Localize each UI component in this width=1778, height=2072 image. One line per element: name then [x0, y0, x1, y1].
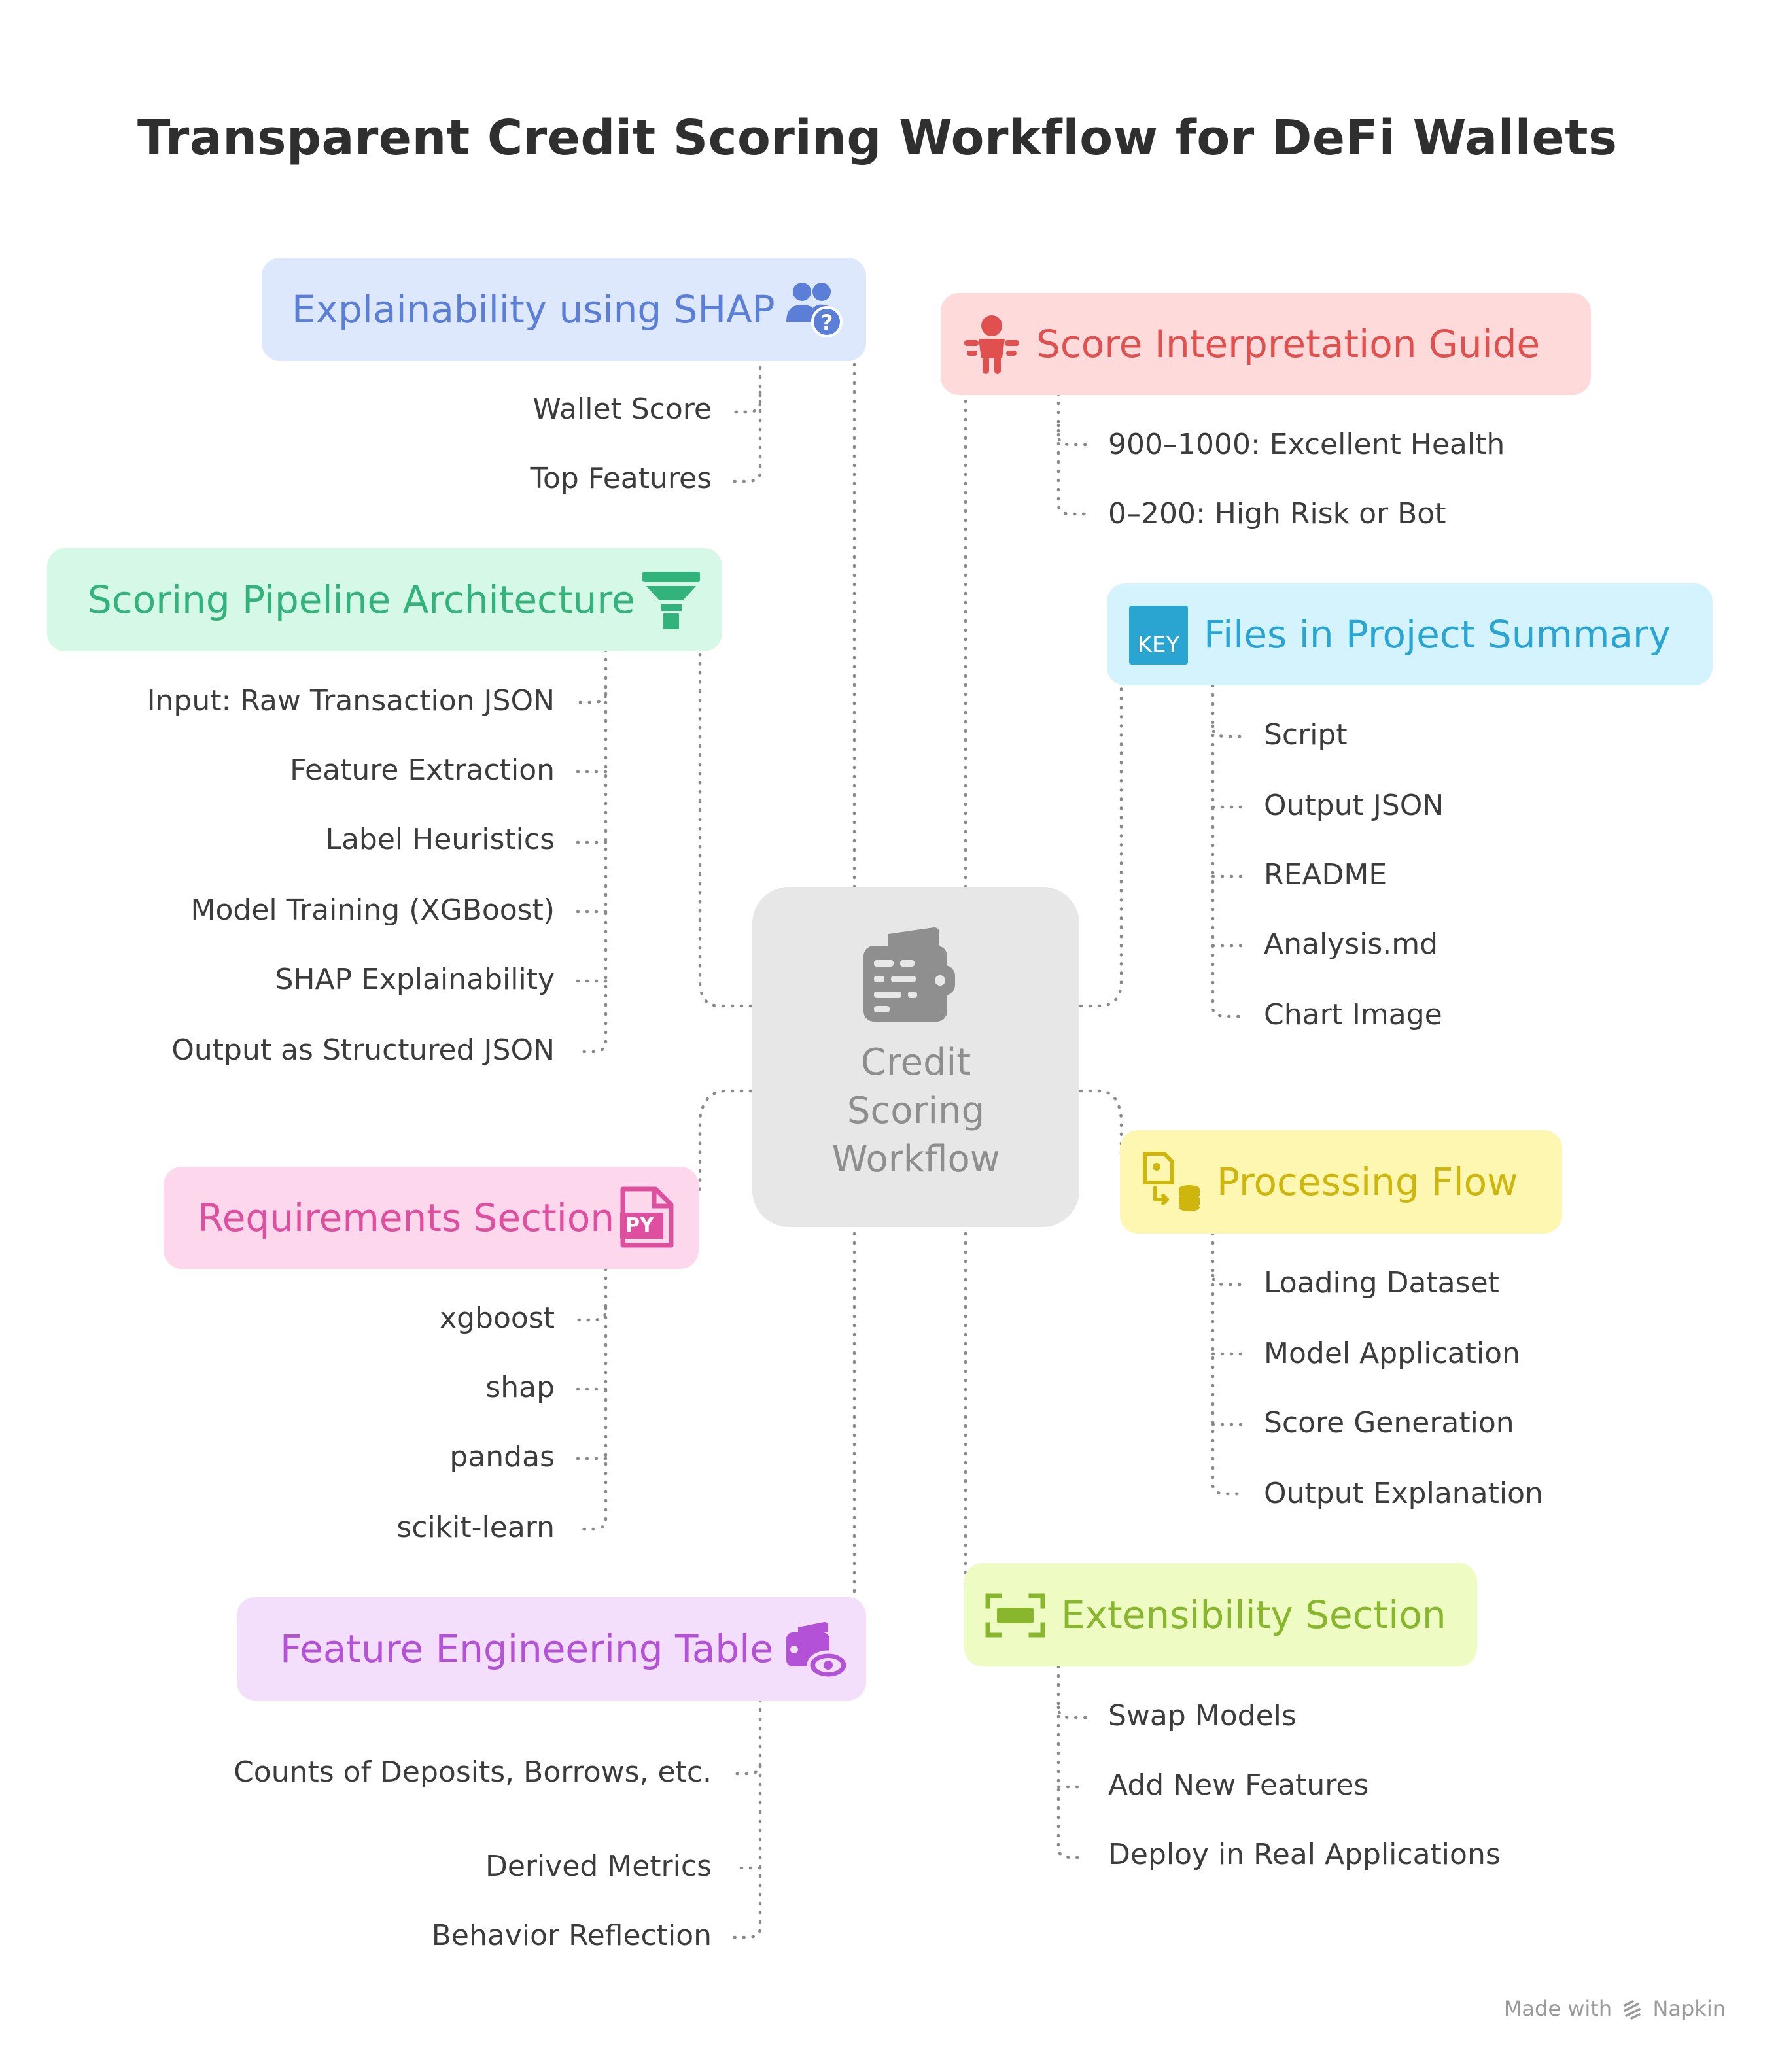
- list-item: pandas: [449, 1440, 555, 1474]
- branch-title: Explainability using SHAP: [292, 287, 775, 332]
- list-item: Derived Metrics: [485, 1850, 712, 1883]
- branch-explainability-shap: Explainability using SHAP: [262, 258, 866, 361]
- list-item: Behavior Reflection: [431, 1919, 712, 1952]
- python-file-icon-text: PY: [625, 1214, 654, 1237]
- users-question-icon: ?: [786, 283, 843, 337]
- made-with-text: Made with: [1503, 1996, 1612, 2021]
- funnel-icon: [642, 572, 700, 629]
- list-item: Counts of Deposits, Borrows, etc.: [234, 1755, 712, 1789]
- branch-scoring-pipeline: Scoring Pipeline Architecture: [47, 548, 722, 651]
- list-item: Analysis.md: [1264, 927, 1438, 961]
- list-item: Model Application: [1264, 1337, 1520, 1370]
- list-item: Add New Features: [1108, 1769, 1369, 1802]
- page-title: Transparent Credit Scoring Workflow for …: [137, 110, 1618, 166]
- branch-files-summary: Files in Project Summary: [1107, 583, 1713, 685]
- napkin-brand: Napkin: [1652, 1996, 1726, 2021]
- napkin-logo-icon: [1622, 1996, 1642, 2021]
- branch-feature-engineering: Feature Engineering Table: [237, 1597, 866, 1701]
- data-flow-icon: [1143, 1152, 1200, 1211]
- list-item: Deploy in Real Applications: [1108, 1838, 1501, 1871]
- key-icon-text: KEY: [1137, 632, 1180, 658]
- branch-extensibility: Extensibility Section: [964, 1563, 1477, 1666]
- python-file-icon: PY: [619, 1186, 675, 1249]
- list-item: Output JSON: [1264, 789, 1444, 822]
- list-item: SHAP Explainability: [275, 963, 555, 996]
- list-item: Loading Dataset: [1264, 1266, 1499, 1300]
- list-item: Score Generation: [1264, 1406, 1514, 1440]
- branch-title: Feature Engineering Table: [280, 1627, 774, 1671]
- branch-processing-flow: Processing Flow: [1120, 1130, 1562, 1234]
- list-item: 900–1000: Excellent Health: [1108, 428, 1505, 461]
- branch-title: Scoring Pipeline Architecture: [88, 578, 635, 622]
- expand-icon: [985, 1593, 1045, 1638]
- made-with-napkin: Made with Napkin: [1504, 1996, 1726, 2021]
- list-item: Output as Structured JSON: [171, 1033, 555, 1067]
- branch-title: Score Interpretation Guide: [1036, 322, 1541, 366]
- list-item: scikit-learn: [396, 1511, 555, 1544]
- list-item: shap: [485, 1371, 555, 1404]
- list-item: xgboost: [440, 1302, 555, 1335]
- svg-text:?: ?: [821, 310, 833, 335]
- list-item: Wallet Score: [532, 392, 712, 426]
- list-item: Chart Image: [1264, 998, 1442, 1031]
- key-icon: KEY: [1129, 606, 1188, 665]
- list-item: Swap Models: [1108, 1699, 1297, 1733]
- list-item: Feature Extraction: [290, 753, 555, 787]
- list-item: Output Explanation: [1264, 1477, 1543, 1510]
- branch-title: Requirements Section: [198, 1196, 615, 1240]
- branch-title: Files in Project Summary: [1204, 612, 1671, 657]
- list-item: README: [1264, 858, 1387, 891]
- person-alert-icon: [964, 315, 1019, 374]
- list-item: Top Features: [530, 462, 712, 495]
- wallet-eye-icon: [786, 1622, 848, 1680]
- branch-requirements: Requirements Section: [164, 1167, 699, 1269]
- branch-score-interpretation: Score Interpretation Guide: [941, 293, 1591, 395]
- branch-title: Extensibility Section: [1061, 1593, 1446, 1637]
- list-item: Label Heuristics: [325, 823, 555, 856]
- list-item: 0–200: High Risk or Bot: [1108, 497, 1446, 530]
- list-item: Input: Raw Transaction JSON: [147, 684, 555, 717]
- list-item: Model Training (XGBoost): [190, 893, 555, 927]
- list-item: Script: [1264, 718, 1348, 751]
- branch-title: Processing Flow: [1217, 1160, 1518, 1204]
- wallet-icon: [863, 927, 955, 1022]
